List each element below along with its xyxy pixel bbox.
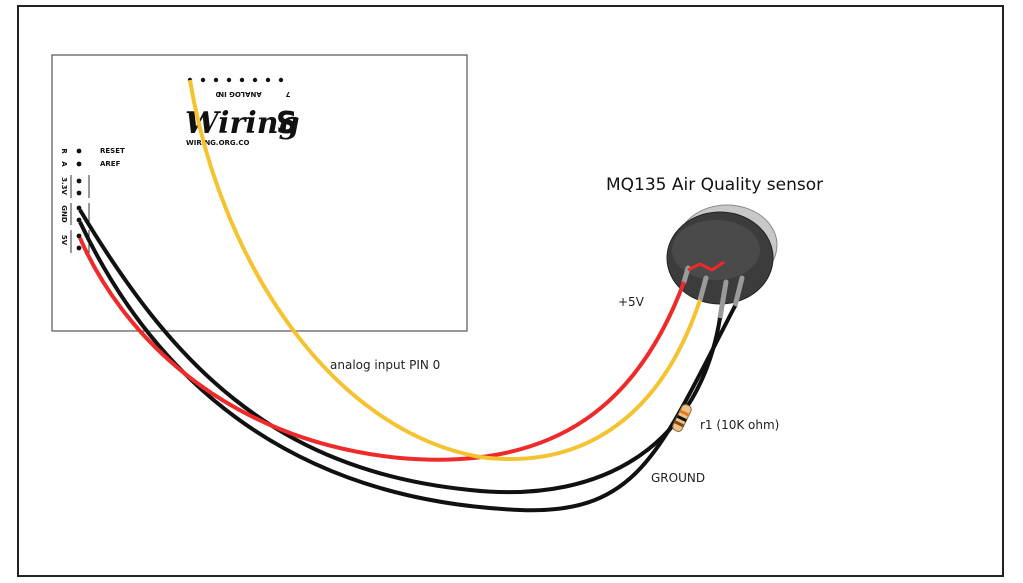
- pin-label-a: A: [60, 161, 68, 167]
- sensor-title: MQ135 Air Quality sensor: [606, 175, 823, 195]
- resistor-r1: [672, 404, 692, 432]
- resistor-label: r1 (10K ohm): [700, 418, 779, 432]
- analog-input-label: analog input PIN 0: [330, 358, 440, 372]
- analog-header-label: ANALOG IN: [218, 90, 262, 98]
- board-logo-url: WIRING.ORG.CO: [186, 139, 249, 147]
- aref-label: AREF: [100, 160, 121, 168]
- pin-label-5v: 5V: [60, 235, 68, 246]
- plus5v-label: +5V: [618, 295, 645, 309]
- wiring-board: ANALOG IN 0 7 Wiring S WIRING.ORG.CO R A…: [51, 54, 468, 332]
- mq135-sensor: [666, 204, 778, 321]
- sensor-legs: [681, 265, 745, 321]
- ground-label: GROUND: [651, 471, 705, 485]
- board-logo-suffix: S: [276, 106, 298, 141]
- pin-label-r: R: [60, 148, 68, 154]
- sensor-heater-jumper: [687, 260, 725, 272]
- reset-label: RESET: [100, 147, 125, 155]
- ground-wire-2: [78, 221, 737, 513]
- wires: [78, 79, 737, 513]
- analog-pin-7-label: 7: [285, 90, 290, 98]
- analog-pin-0-label: 0: [215, 90, 220, 98]
- pin-label-3v3: 3.3V: [60, 177, 68, 195]
- signal-wire: [188, 79, 702, 461]
- power-wire: [78, 237, 686, 462]
- board-outline: [51, 54, 468, 332]
- sensor-face: [672, 220, 760, 280]
- pin-label-gnd: GND: [60, 205, 68, 223]
- power-header-pins: [76, 148, 82, 251]
- board-logo-text: Wiring: [185, 106, 300, 141]
